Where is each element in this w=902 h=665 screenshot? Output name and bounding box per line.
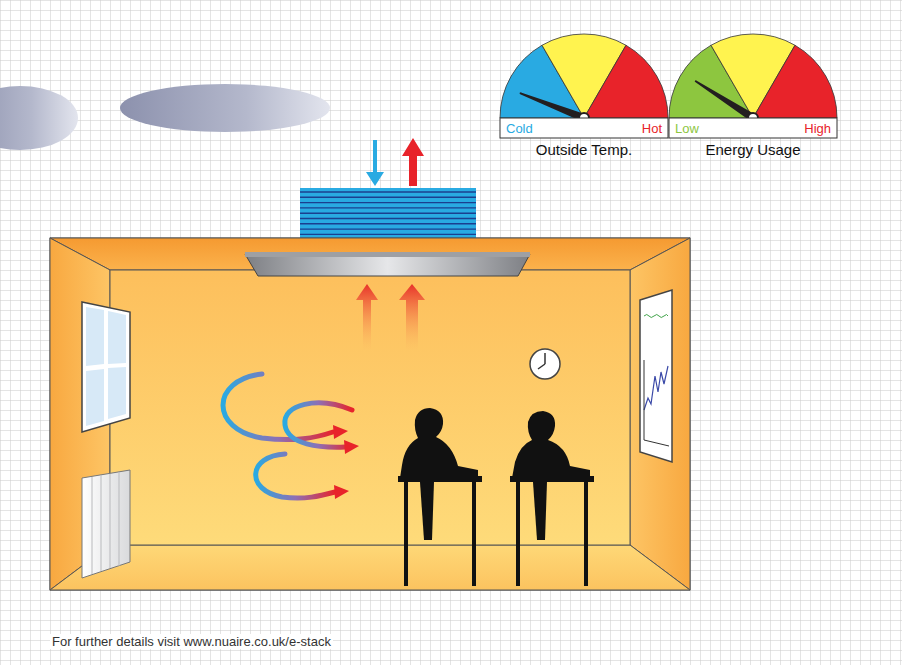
scale-end-label: High	[804, 122, 831, 135]
scale-end-label: Cold	[506, 122, 533, 135]
gauge-title: Outside Temp.	[536, 142, 632, 157]
gauge-dial: Cold HotOutside Temp.	[497, 0, 672, 166]
scale-end-label: Low	[675, 122, 699, 135]
gauge-title: Energy Usage	[705, 142, 800, 157]
scale-end-label: Hot	[642, 122, 662, 135]
gauge-dial: Low HighEnergy Usage	[666, 0, 841, 166]
footer-note: For further details visit www.nuaire.co.…	[50, 634, 333, 649]
